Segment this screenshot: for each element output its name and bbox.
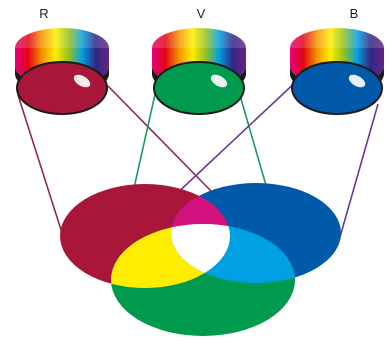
lamp-lens [292, 62, 382, 114]
beam-blue-right [338, 104, 378, 244]
label-r: R [39, 6, 48, 21]
label-b: B [350, 6, 359, 21]
green-lamp [152, 28, 246, 114]
label-v: V [197, 6, 206, 21]
lamp-lens [154, 62, 244, 114]
red-lamp [15, 28, 109, 114]
beam-red-left [18, 95, 63, 236]
blue-lamp [290, 28, 384, 114]
color-overlap [60, 183, 341, 336]
lamp-lens [17, 62, 107, 114]
